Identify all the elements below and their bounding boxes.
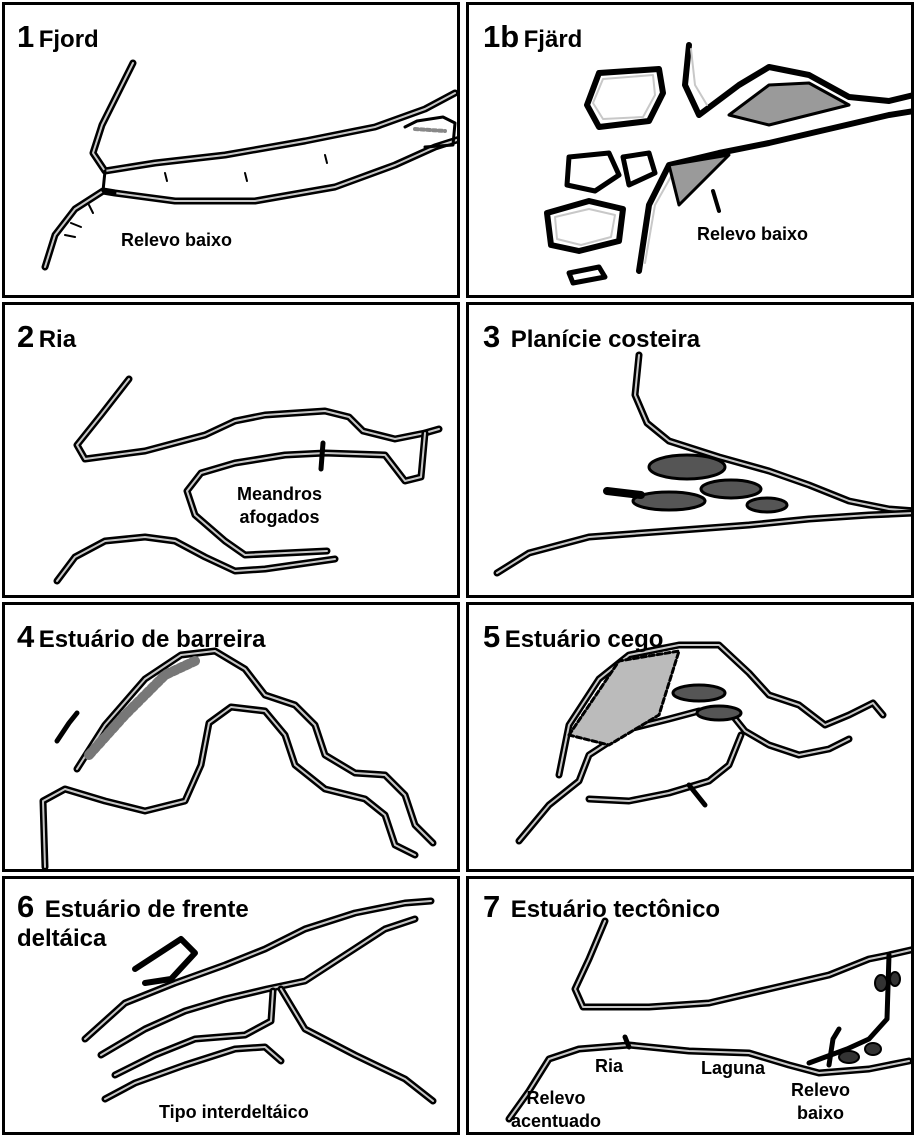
label-line: Meandros bbox=[237, 483, 322, 506]
panel-number: 5 bbox=[483, 619, 500, 654]
panel-title: 1b Fjärd bbox=[483, 21, 582, 52]
panel-title-text: Estuário de barreira bbox=[39, 626, 266, 653]
label-line: acentuado bbox=[511, 1110, 601, 1133]
label-relevo-baixo: Relevo baixo bbox=[121, 229, 232, 252]
panel-title-text: Estuário tectônico bbox=[511, 896, 720, 923]
label-relevo-baixo: Relevo baixo bbox=[697, 223, 808, 246]
label-line: Relevo bbox=[791, 1079, 850, 1102]
panel-number: 1b bbox=[483, 19, 519, 54]
panel-title-text: Estuário cego bbox=[505, 626, 664, 653]
panel-title-text: Planície costeira bbox=[511, 326, 700, 353]
panel-estuario-tectonico: 7 Estuário tectônico Ria Laguna Relevo b… bbox=[466, 876, 914, 1135]
label-laguna: Laguna bbox=[701, 1057, 765, 1080]
panel-title-text: Estuário de frente bbox=[45, 896, 249, 923]
panel-number: 6 bbox=[17, 889, 34, 924]
label-line: afogados bbox=[237, 506, 322, 529]
panel-ria: 2 Ria Meandros afogados bbox=[2, 302, 460, 598]
panel-fjord: 1 Fjord Relevo baixo bbox=[2, 2, 460, 298]
panel-title: 1 Fjord bbox=[17, 21, 99, 52]
panel-title-text: Fjord bbox=[39, 26, 99, 53]
panel-number: 2 bbox=[17, 319, 34, 354]
panel-number: 4 bbox=[17, 619, 34, 654]
label-tipo-interdeltaico: Tipo interdeltáico bbox=[159, 1101, 309, 1124]
panel-title: 7 Estuário tectônico bbox=[483, 891, 720, 922]
label-line: baixo bbox=[791, 1102, 850, 1125]
panel-title: 4 Estuário de barreira bbox=[17, 621, 265, 652]
panel-title-text: Fjärd bbox=[524, 26, 583, 53]
panel-number: 7 bbox=[483, 889, 500, 924]
panel-estuario-cego: 5 Estuário cego bbox=[466, 602, 914, 872]
panel-number: 1 bbox=[17, 19, 34, 54]
label-meandros-afogados: Meandros afogados bbox=[237, 483, 322, 528]
label-relevo-baixo: Relevo baixo bbox=[791, 1079, 850, 1124]
panel-title: 6 Estuário de frente bbox=[17, 891, 249, 922]
panel-title-text: deltáica bbox=[17, 925, 106, 952]
label-relevo-acentuado: Relevo acentuado bbox=[511, 1087, 601, 1132]
panel-estuario-de-barreira: 4 Estuário de barreira bbox=[2, 602, 460, 872]
panel-title: 2 Ria bbox=[17, 321, 76, 352]
panel-planicie-costeira: 3 Planície costeira bbox=[466, 302, 914, 598]
panel-estuario-de-frente-deltaica: 6 Estuário de frente deltáica Tipo inter… bbox=[2, 876, 460, 1135]
panel-fjard: 1b Fjärd Relevo baixo bbox=[466, 2, 914, 298]
panel-title-line2: deltáica bbox=[17, 927, 106, 951]
panel-title-text: Ria bbox=[39, 326, 76, 353]
label-line: Relevo bbox=[511, 1087, 601, 1110]
panel-title: 5 Estuário cego bbox=[483, 621, 663, 652]
panel-number: 3 bbox=[483, 319, 500, 354]
panel-title: 3 Planície costeira bbox=[483, 321, 700, 352]
label-ria: Ria bbox=[595, 1055, 623, 1078]
